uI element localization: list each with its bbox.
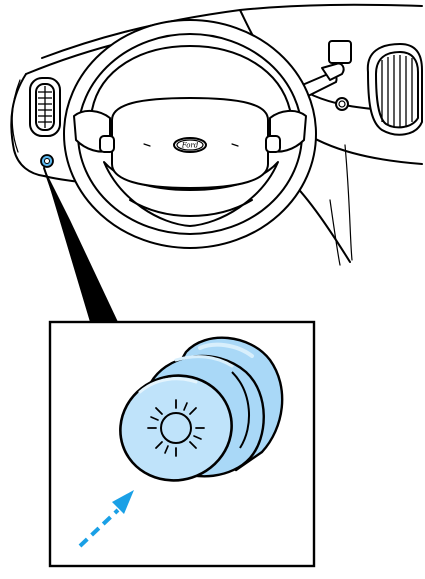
right-air-vent [368,44,422,135]
steering-wheel-icon: Ford [64,20,316,248]
ford-badge-text: Ford [181,142,199,150]
headlamp-switch-on-dash [41,155,53,167]
left-air-vent [30,78,60,136]
inset-detail [50,322,314,566]
